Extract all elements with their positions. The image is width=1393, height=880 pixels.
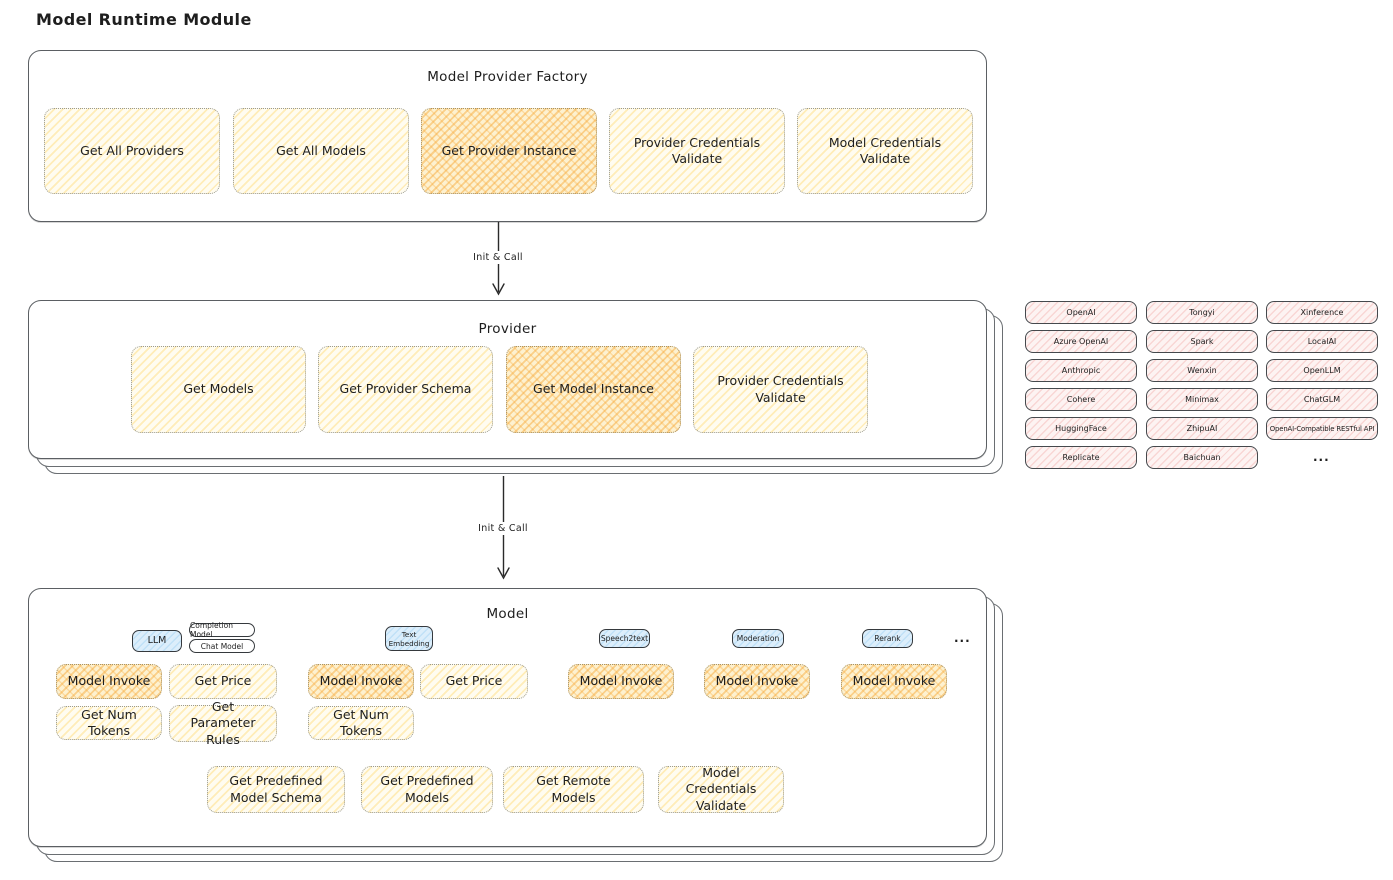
node-embedding-get-price: Get Price [420,664,528,699]
provider-box: Provider Get Models Get Provider Schema … [28,300,987,459]
tag-rerank: Rerank [862,629,913,648]
pill-xinference: Xinference [1266,301,1378,324]
node-provider-credentials-validate: Provider Credentials Validate [609,108,785,194]
node-embedding-get-num-tokens: Get Num Tokens [308,706,414,740]
tag-completion-model: Completion Model [189,621,255,639]
pill-spark: Spark [1146,330,1258,353]
tag-text-embedding: Text Embedding [385,626,433,651]
pill-minimax: Minimax [1146,388,1258,411]
pill-cohere: Cohere [1025,388,1137,411]
node-get-remote-models: Get Remote Models [503,766,644,813]
node-get-provider-schema: Get Provider Schema [318,346,493,433]
provider-list-more: ... [1313,450,1330,464]
arrow-label-init-call-2: Init & Call [474,522,532,535]
pill-openai-compatible-restful-api: OpenAI-Compatible RESTful API [1266,417,1378,440]
pill-openllm: OpenLLM [1266,359,1378,382]
pill-wenxin: Wenxin [1146,359,1258,382]
pill-azure-openai: Azure OpenAI [1025,330,1137,353]
node-speech2text-model-invoke: Model Invoke [568,664,674,699]
tag-speech2text: Speech2text [599,629,650,648]
node-get-predefined-models: Get Predefined Models [361,766,493,813]
page-title: Model Runtime Module [36,10,252,29]
pill-zhipuai: ZhipuAI [1146,417,1258,440]
node-llm-get-num-tokens: Get Num Tokens [56,706,162,740]
pill-localai: LocalAI [1266,330,1378,353]
node-model-credentials-validate-2: Model Credentials Validate [658,765,784,813]
node-provider-credentials-validate-2: Provider Credentials Validate [693,346,868,433]
provider-stack: Provider Get Models Get Provider Schema … [28,300,1003,474]
pill-anthropic: Anthropic [1025,359,1137,382]
tag-llm: LLM [132,630,182,652]
pill-replicate: Replicate [1025,446,1137,469]
model-stack: Model LLM Completion Model Chat Model Te… [28,588,1003,862]
node-get-predefined-model-schema: Get Predefined Model Schema [207,766,345,813]
node-get-provider-instance: Get Provider Instance [421,108,597,194]
provider-box-title: Provider [478,321,537,337]
model-box: Model LLM Completion Model Chat Model Te… [28,588,987,847]
node-get-models: Get Models [131,346,306,433]
model-types-more: ... [954,631,971,645]
pill-tongyi: Tongyi [1146,301,1258,324]
pill-huggingface: HuggingFace [1025,417,1137,440]
model-box-title: Model [486,606,529,622]
node-llm-model-invoke: Model Invoke [56,664,162,699]
node-rerank-model-invoke: Model Invoke [841,664,947,699]
arrow-label-init-call-1: Init & Call [469,251,527,264]
pill-baichuan: Baichuan [1146,446,1258,469]
node-get-all-providers: Get All Providers [44,108,220,194]
node-get-all-models: Get All Models [233,108,409,194]
node-embedding-model-invoke: Model Invoke [308,664,414,699]
node-llm-get-price: Get Price [169,664,277,699]
pill-openai: OpenAI [1025,301,1137,324]
node-llm-get-parameter-rules: Get Parameter Rules [169,699,277,747]
factory-box: Model Provider Factory Get All Providers… [28,50,987,222]
factory-box-title: Model Provider Factory [427,69,588,85]
tag-chat-model: Chat Model [189,639,255,653]
tag-moderation: Moderation [732,629,784,648]
pill-chatglm: ChatGLM [1266,388,1378,411]
node-model-credentials-validate: Model Credentials Validate [797,108,973,194]
node-get-model-instance: Get Model Instance [506,346,681,433]
node-moderation-model-invoke: Model Invoke [704,664,810,699]
